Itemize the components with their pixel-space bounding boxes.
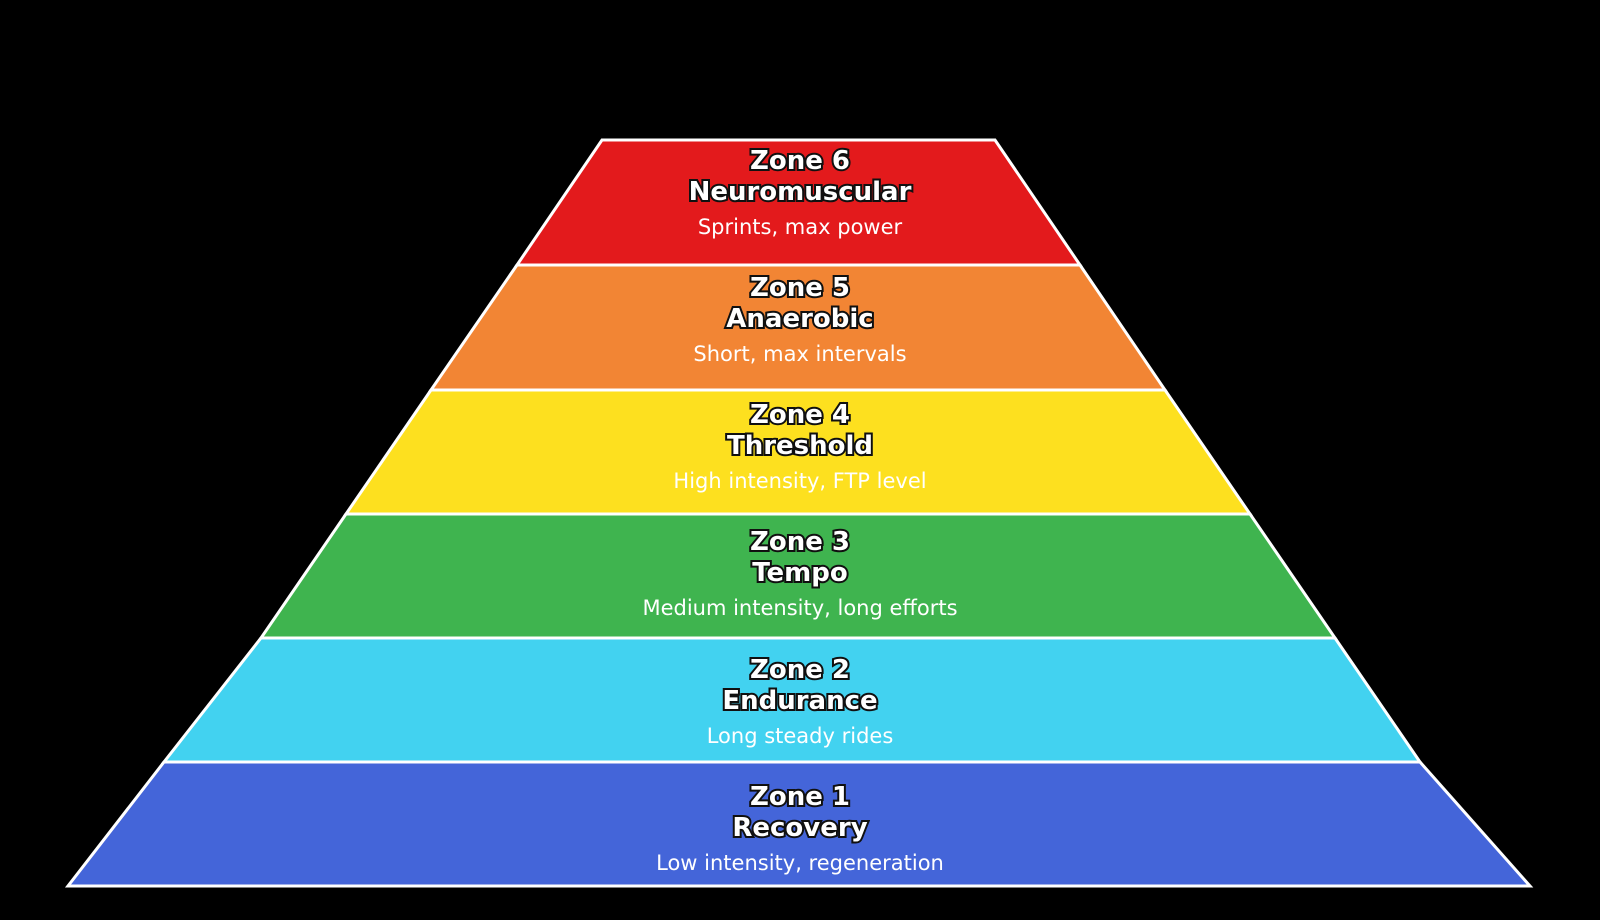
zone-5-number: Zone 5: [748, 271, 852, 305]
zone-2-number: Zone 2: [748, 653, 852, 687]
zone-3-number: Zone 3: [748, 525, 852, 559]
zone-4-label: Zone 4 Threshold High intensity, FTP lev…: [0, 398, 1600, 494]
zone-4-number: Zone 4: [748, 398, 852, 432]
zone-3-label: Zone 3 Tempo Medium intensity, long effo…: [0, 525, 1600, 621]
zone-4-description: High intensity, FTP level: [673, 469, 927, 493]
zone-5-description: Short, max intervals: [693, 342, 907, 366]
zone-6-label: Zone 6 Neuromuscular Sprints, max power: [0, 144, 1600, 240]
zone-1-label: Zone 1 Recovery Low intensity, regenerat…: [0, 780, 1600, 876]
zone-1-number: Zone 1: [748, 780, 852, 814]
zone-5-label: Zone 5 Anaerobic Short, max intervals: [0, 271, 1600, 367]
zone-4-name: Threshold: [725, 429, 875, 463]
zone-2-description: Long steady rides: [706, 724, 894, 748]
zone-5-name: Anaerobic: [724, 302, 875, 336]
zone-6-name: Neuromuscular: [687, 175, 914, 209]
zone-3-name: Tempo: [750, 556, 849, 590]
zone-6-number: Zone 6: [748, 144, 852, 178]
zone-3-description: Medium intensity, long efforts: [642, 596, 958, 620]
zone-2-label: Zone 2 Endurance Long steady rides: [0, 653, 1600, 749]
zone-1-band: [64, 760, 1534, 888]
zone-2-name: Endurance: [720, 684, 879, 718]
zone-1-description: Low intensity, regeneration: [656, 851, 944, 875]
zone-1-name: Recovery: [730, 811, 869, 845]
zone-6-description: Sprints, max power: [697, 215, 903, 239]
